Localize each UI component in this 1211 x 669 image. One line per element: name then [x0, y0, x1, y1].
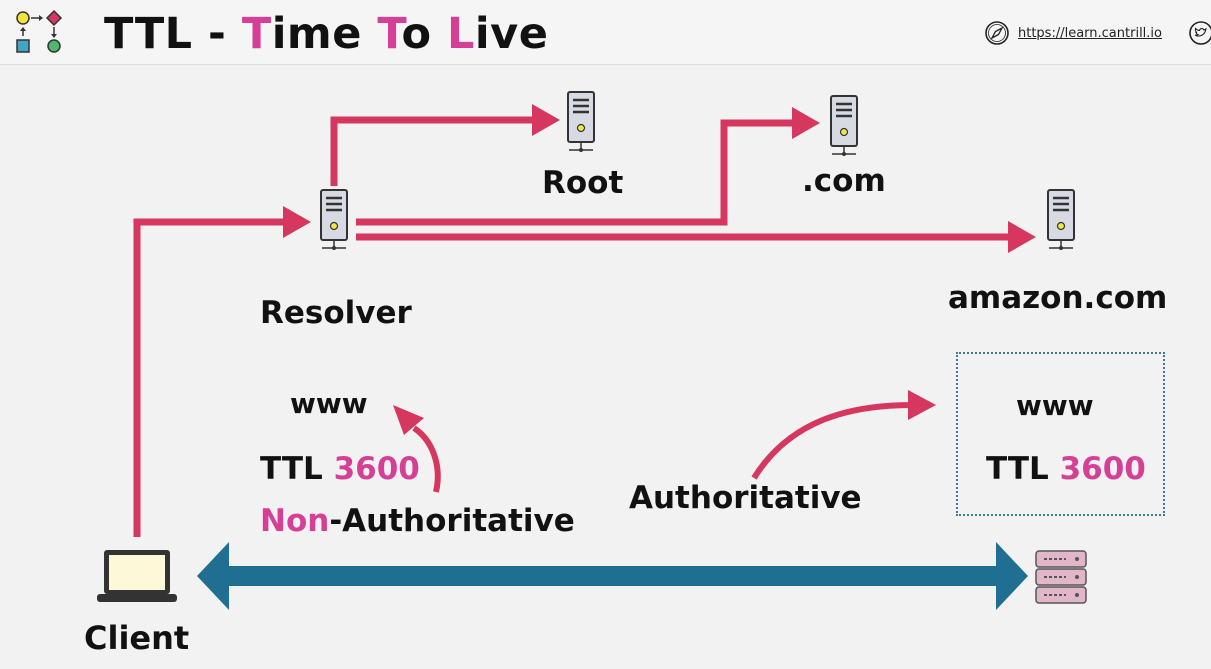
authoritative-curve-arrowhead — [908, 390, 936, 420]
root-server-icon — [566, 90, 596, 154]
com-server-icon — [829, 94, 859, 158]
resolver-server-icon — [319, 188, 349, 252]
cache-curve-arrow — [412, 425, 441, 493]
client-amazon-link-left-head — [197, 542, 229, 610]
authoritative-www-label: www — [1016, 389, 1094, 422]
authoritative-curve-arrow — [751, 402, 913, 480]
slide-header: TTL - Time To Live https://learn.cantril… — [0, 0, 1211, 65]
amazon-label: amazon.com — [948, 280, 1168, 316]
resolver-label: Resolver — [260, 295, 412, 331]
cache-ttl-label: TTL 3600 — [260, 451, 420, 487]
authoritative-record-box — [956, 352, 1165, 516]
course-link[interactable]: https://learn.cantrill.io — [984, 20, 1162, 46]
rack-server-icon — [1035, 550, 1087, 604]
authoritative-label: Authoritative — [629, 480, 862, 516]
compass-icon — [985, 21, 1009, 45]
root-label: Root — [542, 165, 624, 201]
client-to-resolver-arrowhead — [283, 206, 311, 238]
resolver-to-root-arrow — [330, 116, 534, 186]
laptop-icon — [97, 550, 177, 602]
resolver-to-com-arrowhead — [792, 107, 820, 139]
twitter-icon[interactable] — [1188, 20, 1211, 46]
com-label: .com — [802, 163, 886, 199]
course-link-text[interactable]: https://learn.cantrill.io — [1018, 25, 1162, 41]
slide-title: TTL - Time To Live — [104, 9, 549, 59]
client-label: Client — [84, 619, 190, 657]
flow-logo-icon — [16, 9, 63, 53]
client-to-resolver-arrow — [133, 218, 285, 537]
amazon-server-icon — [1046, 188, 1076, 252]
resolver-to-amazon-arrowhead — [1008, 221, 1036, 253]
cache-www-label: www — [290, 387, 368, 420]
client-amazon-link-right-head — [996, 542, 1028, 610]
cache-curve-arrowhead — [393, 405, 424, 435]
authoritative-ttl-label: TTL 3600 — [986, 451, 1146, 487]
client-amazon-link-shaft — [225, 566, 1000, 586]
non-authoritative-label: Non-Authoritative — [260, 503, 575, 539]
resolver-to-com-arrow — [356, 119, 794, 226]
resolver-to-root-arrowhead — [532, 104, 560, 136]
dns-ttl-diagram — [97, 90, 1087, 610]
